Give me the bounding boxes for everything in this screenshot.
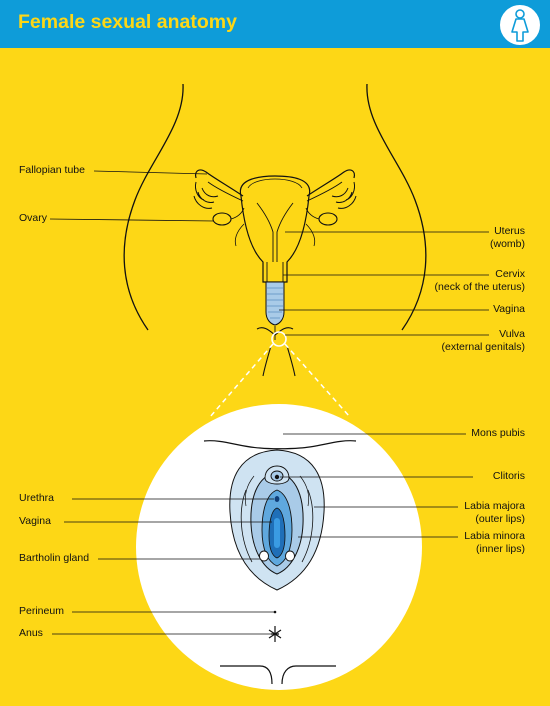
bartholin-gland-left [259,550,269,562]
perineum-point [273,610,277,614]
clitoris-glans [274,474,280,480]
uterus-drawing [239,175,311,283]
label-labia-majora: Labia majora [464,500,525,512]
uterine-cavity [256,202,294,262]
leader-fallopian-tube [93,170,208,175]
fimbriae-left [193,181,219,209]
label-labia-minora-sub: (inner lips) [475,543,525,555]
buttock-line-right [281,665,336,685]
label-cervix-sub: (neck of the uterus) [434,281,525,293]
labia-majora-crease-right [301,489,314,563]
label-labia-minora: Labia minora [464,530,525,542]
zoom-guide-left [209,343,274,418]
anus-drawing [268,626,282,642]
buttock-line-left [220,665,273,685]
leg-line-right [286,345,296,377]
pubic-line [203,440,357,450]
female-symbol-icon [498,3,542,47]
ovarian-ligament-left [230,207,245,220]
body-outline-left [123,83,184,331]
labia-majora-fold-left [244,475,255,507]
body-outline-right [366,83,427,331]
fimbriae-right [331,181,357,209]
fallopian-tube-right-inner [306,181,343,202]
ovary-right [318,212,338,226]
vaginal-rugae [267,287,283,319]
ovarian-ligament-right [305,207,320,220]
female-figure-glyph [511,9,529,42]
fallopian-tube-left [195,169,244,197]
label-vulva: Vulva [499,328,525,340]
header-bar [0,0,550,48]
label-vagina-lower: Vagina [19,515,51,527]
leg-line-left [262,345,272,377]
label-urethra: Urethra [19,492,55,504]
zoom-guide-right [284,343,351,418]
vaginal-canal-highlight [274,518,280,548]
label-ovary: Ovary [19,212,48,224]
label-perineum: Perineum [19,605,64,617]
leader-ovary [49,218,215,222]
zoom-circle-small [271,331,287,347]
label-vagina-upper: Vagina [493,303,525,315]
ovary-left [212,212,232,226]
label-clitoris: Clitoris [492,470,525,482]
broad-ligament-left [234,223,245,247]
bladder-outline [247,178,303,189]
label-fallopian-tube: Fallopian tube [19,164,85,176]
broad-ligament-right [305,223,316,247]
vagina-drawing [265,281,285,326]
label-mons-pubis: Mons pubis [471,427,525,439]
label-vulva-sub: (external genitals) [441,341,525,353]
fallopian-tube-left-inner [207,181,244,202]
label-labia-majora-sub: (outer lips) [475,513,525,525]
labia-majora-crease-left [240,489,253,563]
label-uterus-sub: (womb) [489,238,525,250]
label-bartholin-gland: Bartholin gland [19,552,90,564]
fallopian-tube-right [306,169,355,197]
cervix-drawing [266,262,284,282]
label-uterus: Uterus [494,225,525,237]
labia-majora-fold-right [299,475,310,507]
label-anus: Anus [19,627,43,639]
label-cervix: Cervix [495,268,525,280]
page-title: Female sexual anatomy [18,11,237,33]
bartholin-gland-right [285,550,295,562]
urethra-opening [274,496,280,502]
